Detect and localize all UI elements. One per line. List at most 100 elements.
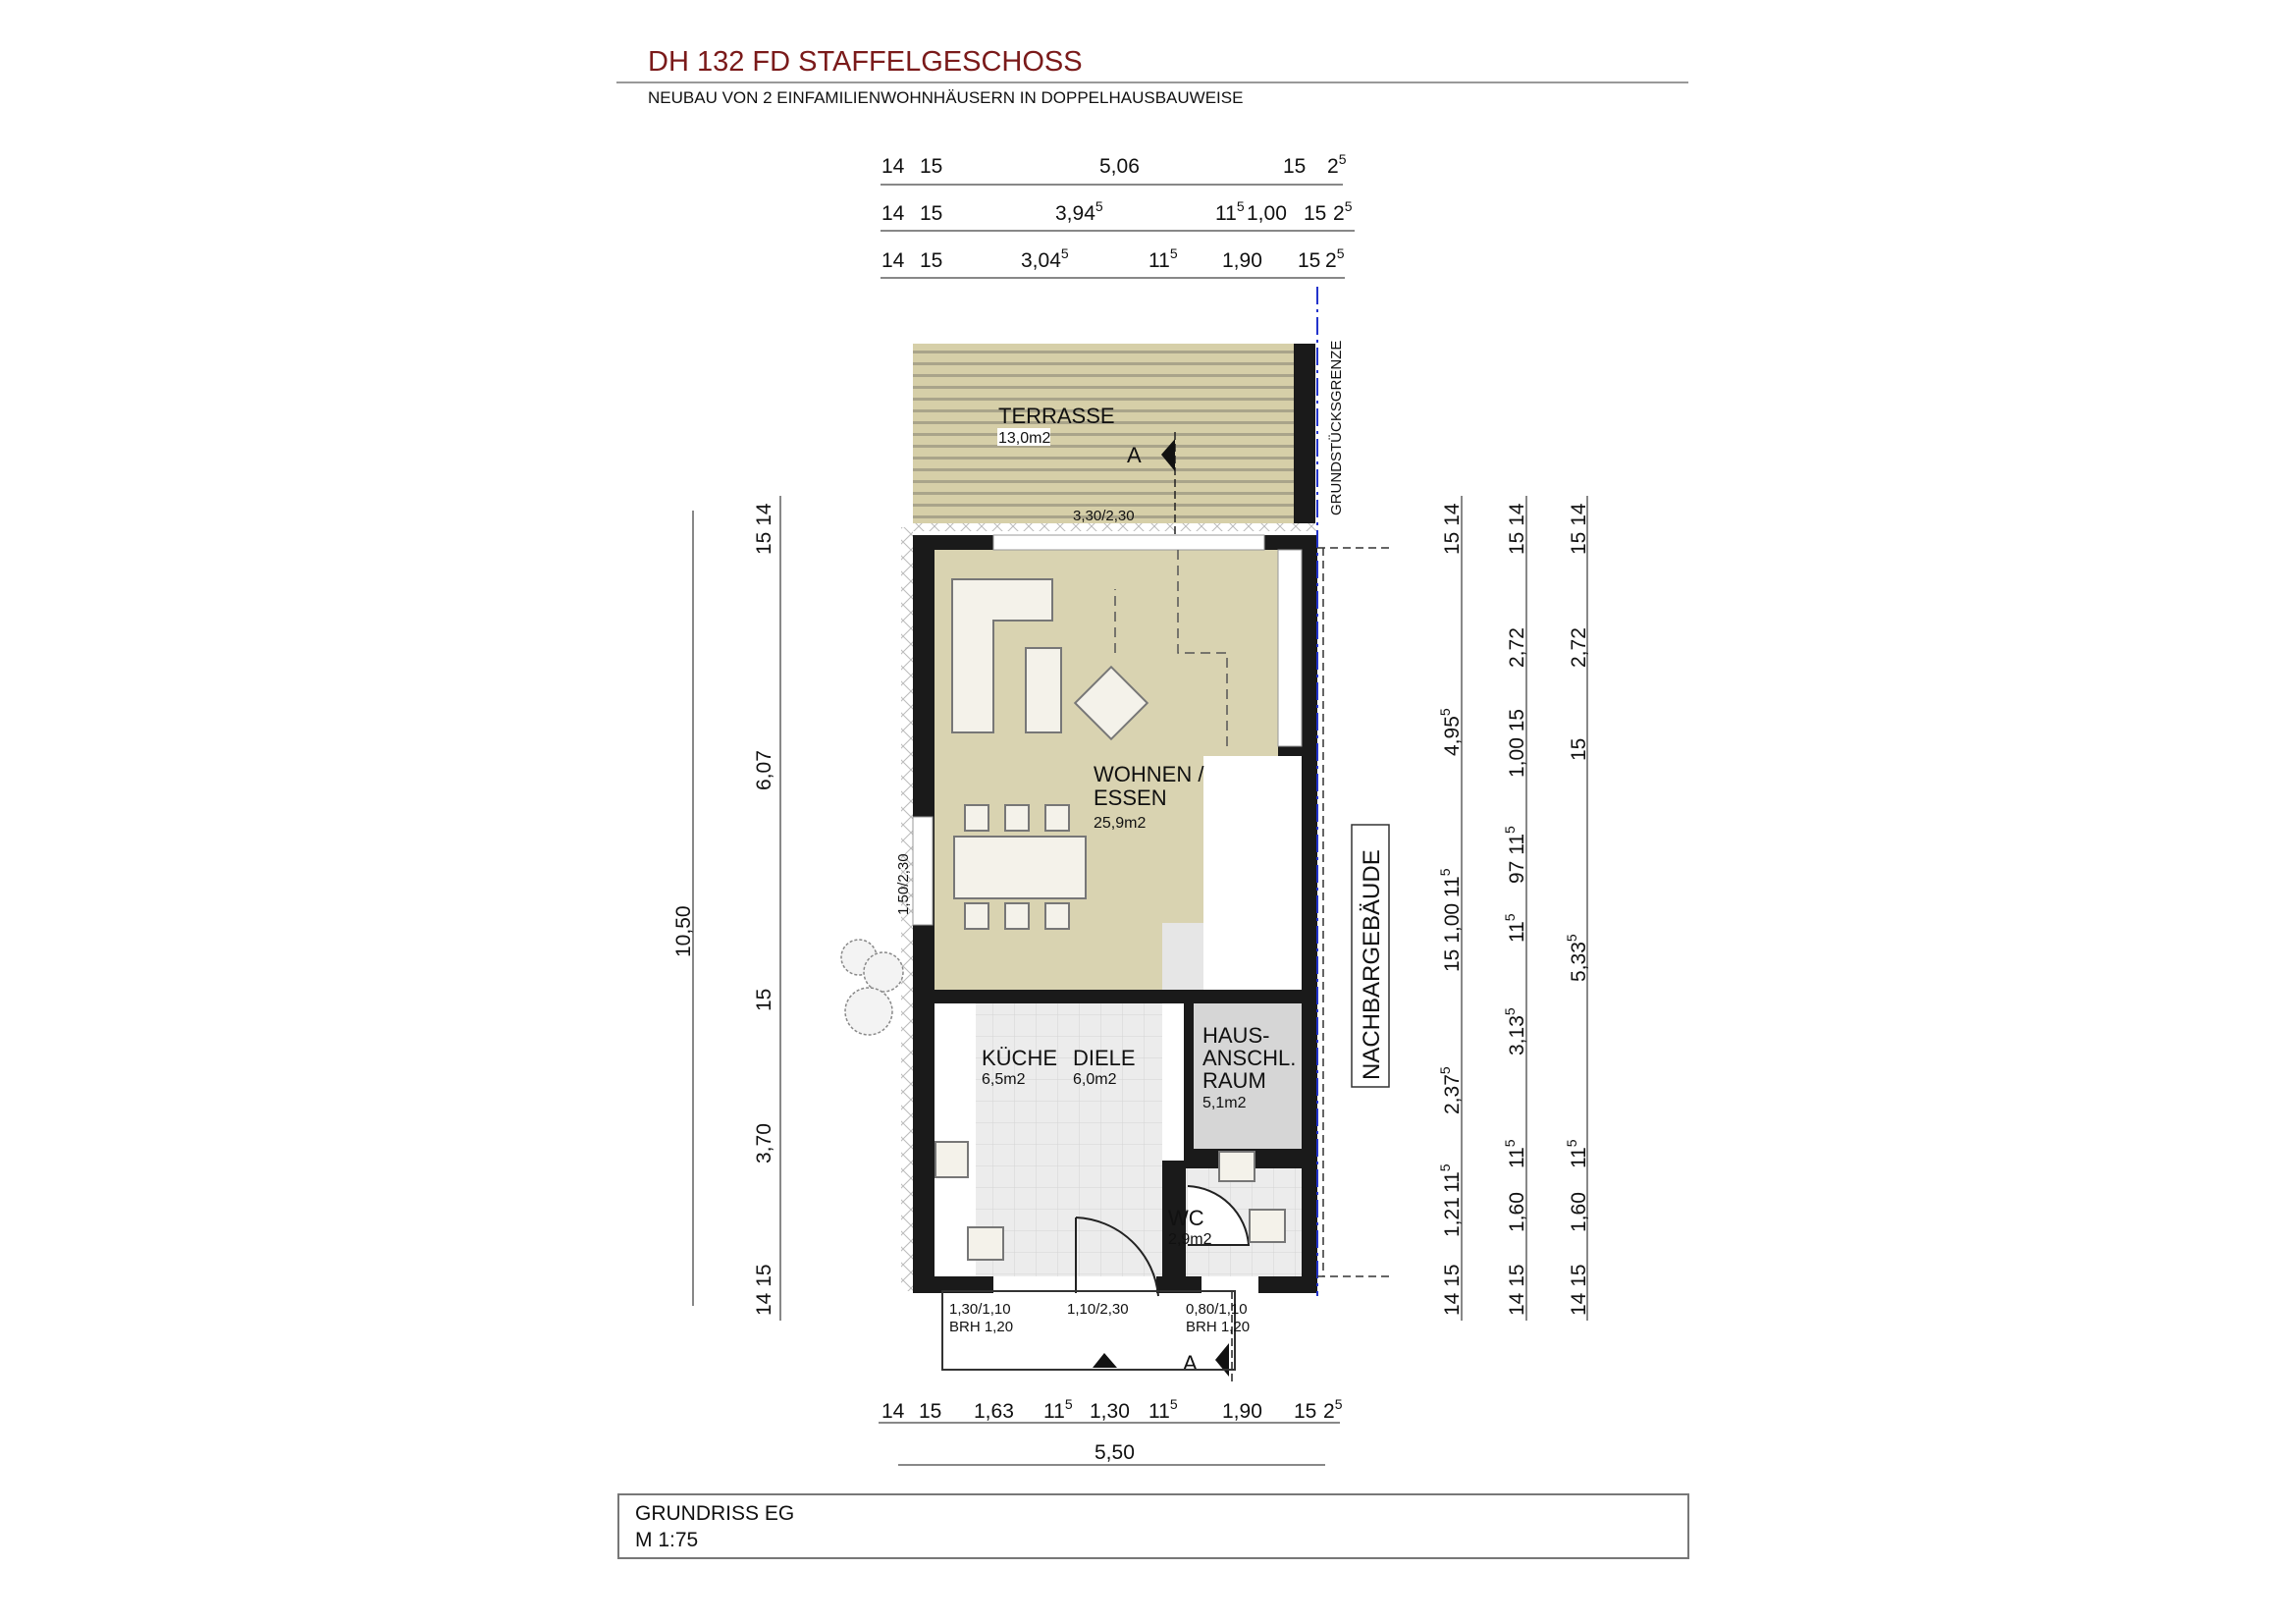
- dimension-label: 1,60: [1506, 1192, 1528, 1232]
- dimension-label: 14: [881, 155, 905, 178]
- dimension-label: 15: [1568, 738, 1590, 761]
- dimension-value: 11: [1568, 1147, 1590, 1168]
- dimension-label: 2,72: [1506, 627, 1528, 668]
- section-arrow-icon: [1215, 1343, 1229, 1377]
- dimension-value: 11: [1506, 1147, 1528, 1168]
- sink: [967, 1226, 1004, 1261]
- dimension-label: 1,00 15: [1506, 709, 1528, 778]
- dimension-value: 15 14: [753, 503, 775, 555]
- dimension-label: 15: [919, 1400, 941, 1423]
- dimension-superscript: 5: [1170, 245, 1178, 261]
- dimension-value: 11: [1148, 249, 1170, 272]
- dimension-value: 14: [881, 249, 905, 272]
- wc-basin: [1218, 1151, 1255, 1182]
- dimension-lines: [692, 496, 1588, 1466]
- neighbour-outline: [1317, 547, 1394, 1277]
- dimension-label: 15 14: [753, 503, 775, 555]
- dimension-value: 5,33: [1568, 942, 1590, 982]
- dimension-value: 15: [1294, 1400, 1316, 1423]
- terrace-door-size: 3,30/2,30: [1073, 508, 1135, 524]
- dimension-label: 5,50: [1095, 1441, 1135, 1464]
- drawing-title: GRUNDRISS EG: [635, 1502, 794, 1525]
- dimension-label: 25: [1323, 1396, 1343, 1423]
- side-window-size: 1,50/2,30: [895, 853, 912, 915]
- dimension-value: 14: [881, 1400, 905, 1423]
- dimension-superscript: 5: [1437, 708, 1453, 716]
- dimension-value: 1,00 15: [1506, 709, 1528, 778]
- dimension-value: 15: [920, 249, 942, 272]
- entrance-landing: [941, 1290, 1236, 1371]
- page-title: DH 132 FD STAFFELGESCHOSS: [648, 46, 1083, 78]
- kitchen-label: KÜCHE: [982, 1046, 1057, 1070]
- section-mark: A: [1127, 443, 1142, 467]
- dimension-superscript: 5: [1345, 198, 1353, 214]
- tree-icon: [840, 939, 904, 1036]
- dimension-value: 2,37: [1441, 1074, 1464, 1114]
- living-label: ESSEN: [1094, 785, 1167, 810]
- dimension-label: 1,63: [974, 1400, 1014, 1423]
- dimension-label: 115: [1502, 913, 1528, 943]
- dimension-superscript: 5: [1339, 151, 1347, 167]
- dimension-value: 14 15: [1441, 1264, 1464, 1316]
- dimension-label: 3,945: [1055, 198, 1103, 225]
- terrace: [913, 344, 1296, 527]
- dimension-superscript: 5: [1502, 913, 1518, 921]
- dimension-superscript: 5: [1095, 198, 1103, 214]
- staircase: [1203, 756, 1302, 990]
- utility-area: 5,1m2: [1202, 1095, 1247, 1111]
- dimension-label: 1,90: [1222, 1400, 1262, 1423]
- dimension-label: 14 15: [753, 1264, 775, 1316]
- dimension-value: 3,70: [753, 1123, 775, 1163]
- dimension-value: 15 14: [1441, 503, 1464, 555]
- dimension-superscript: 5: [1061, 245, 1069, 261]
- dimension-superscript: 5: [1337, 245, 1345, 261]
- dimension-label: 1,60: [1568, 1192, 1590, 1232]
- entrance-arrow-icon: [1093, 1353, 1117, 1368]
- boundary-wall: [1294, 344, 1315, 527]
- dimension-label: 115: [1148, 1396, 1178, 1423]
- dimension-superscript: 5: [1502, 1139, 1518, 1147]
- dimension-label: 15 14: [1506, 503, 1528, 555]
- dimension-label: 115: [1437, 1163, 1464, 1193]
- dimension-superscript: 5: [1502, 826, 1518, 834]
- dimension-label: 15: [1294, 1400, 1316, 1423]
- dimension-superscript: 5: [1170, 1396, 1178, 1412]
- section-mark: A: [1183, 1351, 1198, 1376]
- dimension-label: 15: [1304, 202, 1326, 225]
- dimension-value: 5,50: [1095, 1441, 1135, 1464]
- dimension-label: 14: [881, 1400, 905, 1423]
- living-area: 25,9m2: [1094, 815, 1146, 832]
- kitchen-window-brh: BRH 1,20: [949, 1319, 1013, 1335]
- dimension-value: 11: [1148, 1400, 1170, 1423]
- terrace-curb: [913, 523, 1317, 531]
- dimension-value: 10,50: [672, 905, 695, 957]
- dimension-value: 15: [919, 1400, 941, 1423]
- dimension-label: 14 15: [1506, 1264, 1528, 1316]
- dimension-value: 1,63: [974, 1400, 1014, 1423]
- utility-label: RAUM: [1202, 1068, 1266, 1093]
- terrace-label: TERRASSE: [998, 404, 1115, 428]
- wc-window-size: 0,80/1,10: [1186, 1301, 1248, 1318]
- wc-label: WC: [1168, 1206, 1204, 1230]
- dimension-value: 2: [1333, 202, 1345, 225]
- terrace-area: 13,0m2: [998, 430, 1050, 447]
- dimension-label: 97 115: [1502, 826, 1528, 884]
- dimension-value: 1,90: [1222, 249, 1262, 272]
- page-subtitle: NEUBAU VON 2 EINFAMILIENWOHNHÄUSERN IN D…: [648, 88, 1243, 107]
- neighbour-label-box: [1351, 824, 1390, 1088]
- dimension-value: 14 15: [1506, 1264, 1528, 1316]
- dimension-label: 3,70: [753, 1123, 775, 1163]
- dimension-label: 1,30: [1090, 1400, 1130, 1423]
- utility-room-floor: [1194, 1003, 1302, 1149]
- top-dimension-lines: [881, 184, 1355, 279]
- section-arrow-icon: [1161, 439, 1175, 471]
- utility-label: HAUS-: [1202, 1023, 1269, 1048]
- dimension-label: 3,045: [1021, 245, 1069, 272]
- dimension-label: 3,135: [1502, 1007, 1528, 1055]
- dimension-label: 115: [1148, 245, 1178, 272]
- dimension-value: 3,13: [1506, 1015, 1528, 1055]
- dimension-value: 11: [1043, 1400, 1065, 1423]
- wc-area: 2,9m2: [1168, 1231, 1212, 1248]
- dimension-value: 2: [1327, 155, 1339, 178]
